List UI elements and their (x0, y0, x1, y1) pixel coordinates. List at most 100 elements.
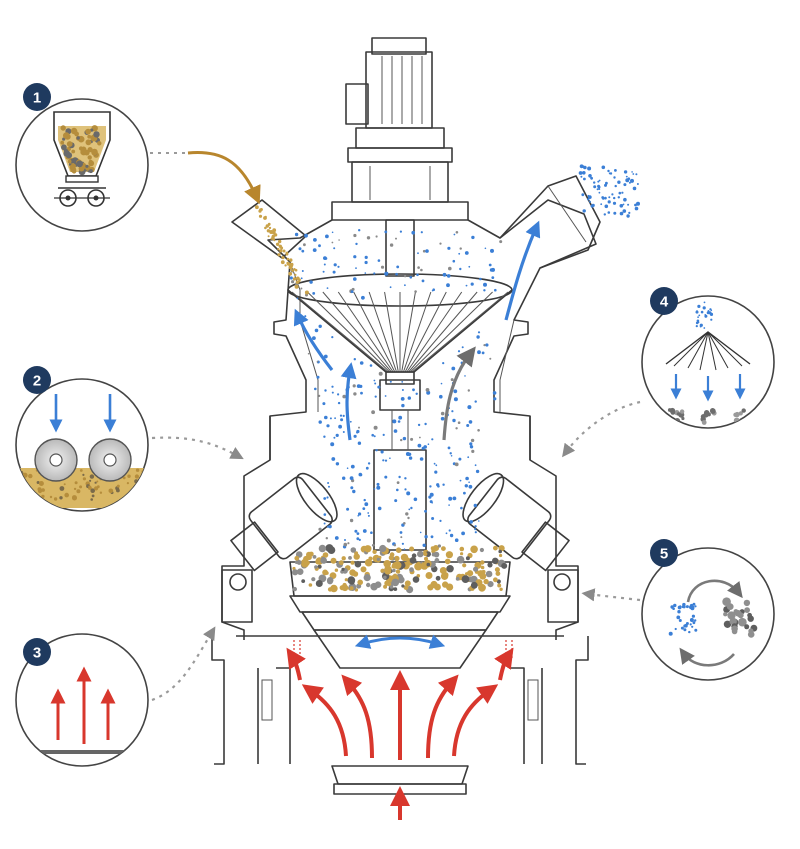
bed-particle (126, 482, 129, 485)
classifier-separation-icon (665, 301, 751, 425)
fine-particle (468, 420, 473, 424)
fine-particle (353, 255, 357, 259)
fine-particle (425, 249, 429, 253)
hopper-particle (85, 128, 91, 135)
hopper-particle (63, 150, 71, 157)
fine-particle (473, 503, 477, 508)
bed-particle (363, 574, 371, 582)
fine-particle (429, 500, 433, 504)
exhaust-particle (603, 213, 606, 216)
fine-particle (426, 390, 431, 395)
fine-particle (710, 309, 713, 312)
fine-particle (445, 532, 448, 535)
grinding-roller-right (462, 472, 570, 572)
feed-particle (291, 269, 294, 272)
fine-particle (439, 394, 443, 399)
exhaust-particle (579, 164, 584, 169)
badge-5-label: 5 (660, 546, 668, 563)
feed-particle (264, 226, 267, 230)
bed-particle (401, 584, 405, 588)
fine-particle (349, 518, 354, 523)
grinding-roller-left (230, 472, 338, 572)
coarse-particle (723, 612, 728, 617)
badge-2: 2 (23, 366, 51, 394)
fine-particle (398, 475, 401, 479)
fine-particle (342, 431, 345, 433)
fine-particle (477, 331, 481, 334)
fine-particle (704, 316, 707, 318)
fine-particle (691, 614, 696, 618)
fine-particle (405, 452, 410, 456)
feed-particle (294, 284, 299, 289)
fine-particle (688, 630, 691, 634)
fine-particle-cloud (289, 229, 503, 550)
fine-particle (490, 248, 494, 253)
exhaust-particle (636, 183, 639, 185)
hopper-particle (71, 149, 76, 154)
fine-particle (369, 364, 373, 367)
exhaust-particle (621, 191, 624, 194)
fine-particle (439, 242, 442, 245)
fine-particle (424, 422, 427, 426)
fine-particle (698, 314, 701, 317)
hopper-particle (87, 155, 92, 160)
bed-particle (142, 474, 148, 480)
fine-particle (408, 508, 411, 511)
classifier-rotor (287, 273, 513, 385)
feed-particle (278, 239, 282, 244)
exhaust-particle (613, 176, 616, 179)
fine-particle (492, 391, 497, 395)
fine-particle (451, 410, 454, 413)
fine-particle (453, 389, 458, 394)
bed-particle (90, 498, 93, 501)
fine-particle (437, 485, 440, 488)
coarse-particle (731, 625, 738, 633)
fine-particle (377, 385, 381, 389)
fine-particle (483, 282, 487, 287)
bed-particle (492, 557, 499, 564)
mill-structure (211, 37, 601, 795)
bed-particle (49, 495, 53, 499)
fine-particle (318, 527, 322, 531)
fine-particle (481, 351, 485, 355)
bed-particle (339, 585, 345, 591)
feed-particle (288, 271, 293, 276)
bed-particle (468, 576, 475, 583)
fine-particle (431, 438, 434, 441)
bed-particle (497, 583, 502, 588)
feed-particle (289, 258, 293, 262)
fine-particle (406, 491, 411, 496)
fine-particle (312, 292, 316, 295)
fine-particle (446, 274, 451, 278)
bed-particle (79, 485, 83, 489)
fine-particle (692, 621, 696, 625)
exhaust-particle (583, 165, 587, 170)
fine-particle (326, 424, 330, 428)
bed-particle (434, 583, 441, 591)
fine-particle (410, 437, 414, 441)
fine-particle (334, 536, 339, 540)
fine-particle (470, 438, 475, 443)
bed-particle (461, 575, 470, 583)
coarse-particle (723, 620, 732, 628)
fine-particle (327, 482, 330, 484)
bed-particle (72, 495, 77, 500)
bed-particle (134, 474, 139, 479)
coarse-particle (738, 617, 747, 627)
feed-particle (280, 260, 285, 265)
bed-particle (127, 474, 131, 478)
fine-particle (400, 536, 403, 539)
bed-particle (366, 582, 371, 588)
exhaust-particle (634, 206, 639, 211)
bed-particle (470, 545, 478, 554)
fine-particle (325, 234, 329, 239)
bed-particle (409, 557, 417, 564)
fine-particle (357, 441, 362, 445)
fine-particle (453, 397, 458, 402)
exhaust-particle (583, 209, 586, 212)
bed-particle (311, 577, 316, 582)
bed-particle (352, 571, 359, 577)
fine-particle (335, 433, 339, 437)
exhaust-particle (587, 198, 590, 201)
fine-particle (352, 384, 356, 388)
